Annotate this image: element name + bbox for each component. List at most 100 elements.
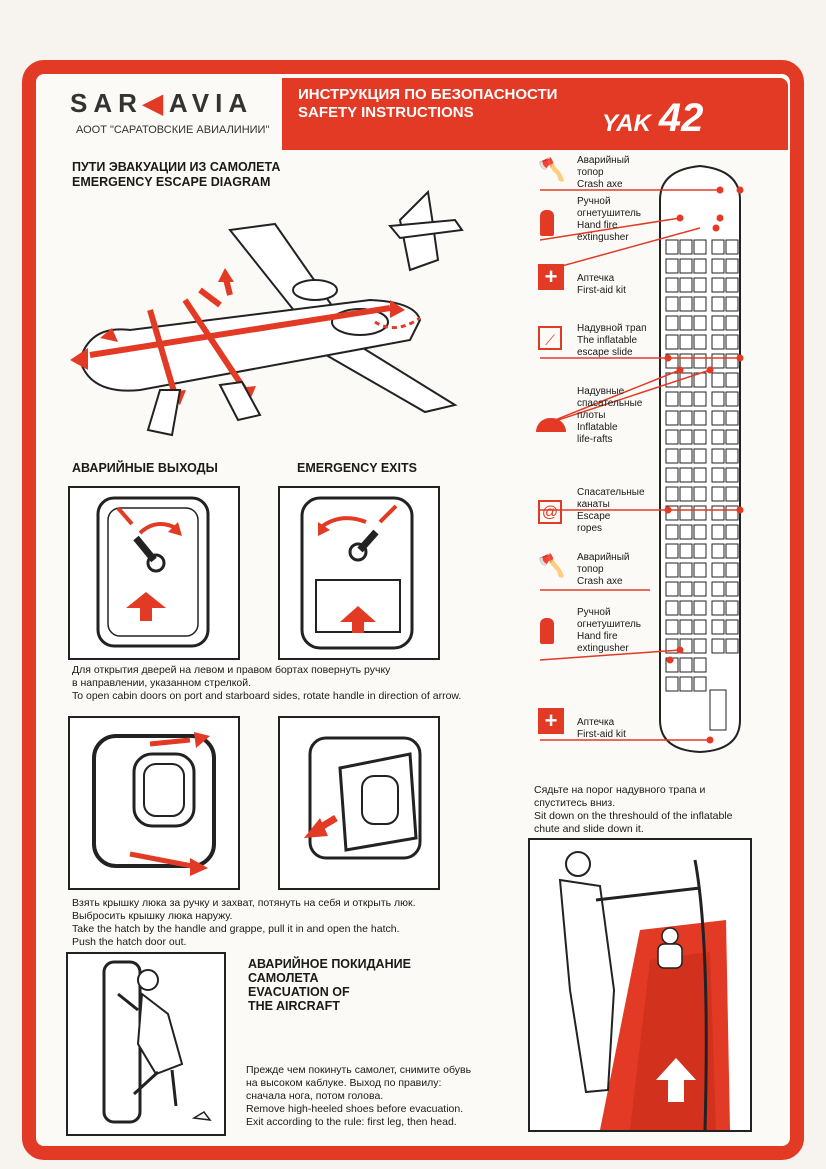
seat <box>711 543 725 559</box>
seat <box>665 543 679 559</box>
seat <box>725 372 739 388</box>
seat <box>725 391 739 407</box>
evacuation-person-illustration <box>102 960 212 1124</box>
legend-text: Crash axe <box>577 179 623 190</box>
seat <box>679 600 693 616</box>
seat <box>711 524 725 540</box>
seat <box>725 524 739 540</box>
seat <box>711 258 725 274</box>
seat <box>679 657 693 673</box>
title-ru: ИНСТРУКЦИЯ ПО БЕЗОПАСНОСТИ <box>298 86 558 103</box>
seat <box>711 467 725 483</box>
seat <box>711 429 725 445</box>
model-number: 42 <box>658 96 704 140</box>
hatch-text-ru-1: Взять крышку люка за ручку и захват, пот… <box>72 897 416 909</box>
company-name: АООТ "САРАТОВСКИЕ АВИАЛИНИИ" <box>76 124 270 136</box>
seat <box>725 258 739 274</box>
seat <box>693 429 707 445</box>
legend-fire-extinguisher-2: Ручной огнетушитель Hand fire extingushe… <box>577 607 641 655</box>
door-panel-left <box>68 486 240 660</box>
logo-text-left: SAR <box>70 88 143 118</box>
evacuation-panel <box>66 952 226 1136</box>
seat <box>665 524 679 540</box>
legend-first-aid-2: Аптечка First-aid kit <box>577 717 626 741</box>
doors-text-en: To open cabin doors on port and starboar… <box>72 690 462 702</box>
seat <box>711 486 725 502</box>
legend-text: Аварийный <box>577 552 630 563</box>
escape-title-en: EMERGENCY ESCAPE DIAGRAM <box>72 175 271 189</box>
seat <box>711 239 725 255</box>
aircraft-escape-illustration <box>70 190 464 437</box>
seat <box>711 448 725 464</box>
seat <box>725 486 739 502</box>
header-band <box>282 78 788 150</box>
seat <box>711 410 725 426</box>
seat <box>679 619 693 635</box>
legend-text: The inflatable <box>577 335 638 346</box>
legend-text: life-rafts <box>577 434 613 445</box>
hatch-pull-illustration <box>92 732 216 876</box>
legend-first-aid: Аптечка First-aid kit <box>577 273 626 297</box>
model-prefix: YAK <box>602 110 651 137</box>
crash-axe-icon-2: 🪓 <box>538 553 566 578</box>
seat <box>665 448 679 464</box>
legend-text: ropes <box>577 523 603 534</box>
seat <box>725 638 739 654</box>
first-aid-icon: + <box>538 264 564 290</box>
slide-person-illustration <box>558 851 730 1131</box>
legend-text: extingusher <box>577 643 629 654</box>
evacuation-title-4: THE AIRCRAFT <box>248 999 340 1013</box>
seat <box>665 315 679 331</box>
legend-text: огнетушитель <box>577 619 642 630</box>
slide-instructions: Сядьте на порог надувного трапа и спусти… <box>534 784 732 836</box>
seat <box>679 524 693 540</box>
seat <box>693 543 707 559</box>
seat <box>679 334 693 350</box>
slide-text-ru-2: спуститесь вниз. <box>534 797 616 809</box>
legend-text: Аптечка <box>577 717 615 728</box>
seat <box>693 486 707 502</box>
evac-text-ru-1: Прежде чем покинуть самолет, снимите обу… <box>246 1064 472 1076</box>
fire-extinguisher-icon-2 <box>540 618 554 644</box>
seat <box>679 277 693 293</box>
seat <box>711 600 725 616</box>
hatch-text-ru-2: Выбросить крышку люка наружу. <box>72 910 233 922</box>
escape-rope-icon: @ <box>538 500 562 524</box>
evacuation-instructions: Прежде чем покинуть самолет, снимите обу… <box>246 1064 471 1129</box>
legend-life-rafts: Надувные спасательные плоты Inflatable l… <box>577 386 642 446</box>
seat <box>665 258 679 274</box>
legend-text: Inflatable <box>577 422 618 433</box>
legend-text: Escape <box>577 511 611 522</box>
hatch-push-illustration <box>304 736 422 860</box>
door-open-illustration-left <box>96 496 210 648</box>
legend-text: Ручной <box>577 196 611 207</box>
seat <box>679 239 693 255</box>
legend-text: Надувной трап <box>577 323 647 334</box>
seat <box>725 600 739 616</box>
escape-slide-icon: ⟋ <box>538 326 562 350</box>
seat <box>725 239 739 255</box>
seat <box>711 581 725 597</box>
legend-text: топор <box>577 564 604 575</box>
seat <box>711 372 725 388</box>
seat <box>693 467 707 483</box>
seat <box>725 334 739 350</box>
seat <box>711 315 725 331</box>
legend-text: Hand fire <box>577 220 618 231</box>
seat <box>665 334 679 350</box>
exits-title-ru: АВАРИЙНЫЕ ВЫХОДЫ <box>72 461 218 475</box>
crash-axe-icon: 🪓 <box>538 157 566 182</box>
seat <box>679 581 693 597</box>
seat <box>711 391 725 407</box>
seat <box>725 315 739 331</box>
legend-fire-extinguisher: Ручной огнетушитель Hand fire extingushe… <box>577 196 641 244</box>
hatch-text-en-1: Take the hatch by the handle and grappe,… <box>72 923 400 935</box>
doors-instructions: Для открытия дверей на левом и правом бо… <box>72 664 461 703</box>
seat <box>679 429 693 445</box>
seat <box>693 410 707 426</box>
legend-escape-slide: Надувной трап The inflatable escape slid… <box>577 323 647 359</box>
slide-text-en-2: chute and slide down it. <box>534 823 644 835</box>
evac-text-ru-3: сначала нога, потом голова. <box>246 1090 384 1102</box>
seat <box>725 562 739 578</box>
